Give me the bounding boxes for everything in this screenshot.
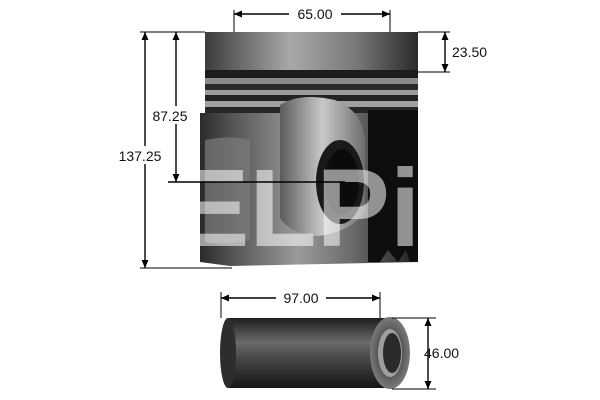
watermark-text: ELPi [176, 147, 421, 270]
dimension-compression-height: 23.50 [418, 31, 487, 73]
dimension-label-23-50: 23.50 [452, 44, 487, 60]
dimension-label-87-25: 87.25 [152, 108, 187, 124]
dimension-pin-axis-height: 87.25 [148, 31, 345, 183]
dimension-label-137-25: 137.25 [119, 148, 162, 164]
piston-pin-illustration [220, 317, 410, 389]
dimension-pin-bore-span: 65.00 [233, 4, 391, 32]
dimension-pin-length: 97.00 [220, 288, 381, 318]
dimension-overall-height: 137.25 [112, 31, 232, 269]
dimension-label-97: 97.00 [283, 290, 318, 306]
dimension-label-46: 46.00 [424, 345, 459, 361]
piston-illustration: ELPi [176, 32, 421, 270]
dimension-label-65: 65.00 [297, 6, 332, 22]
dimension-pin-diameter: 46.00 [392, 317, 459, 390]
